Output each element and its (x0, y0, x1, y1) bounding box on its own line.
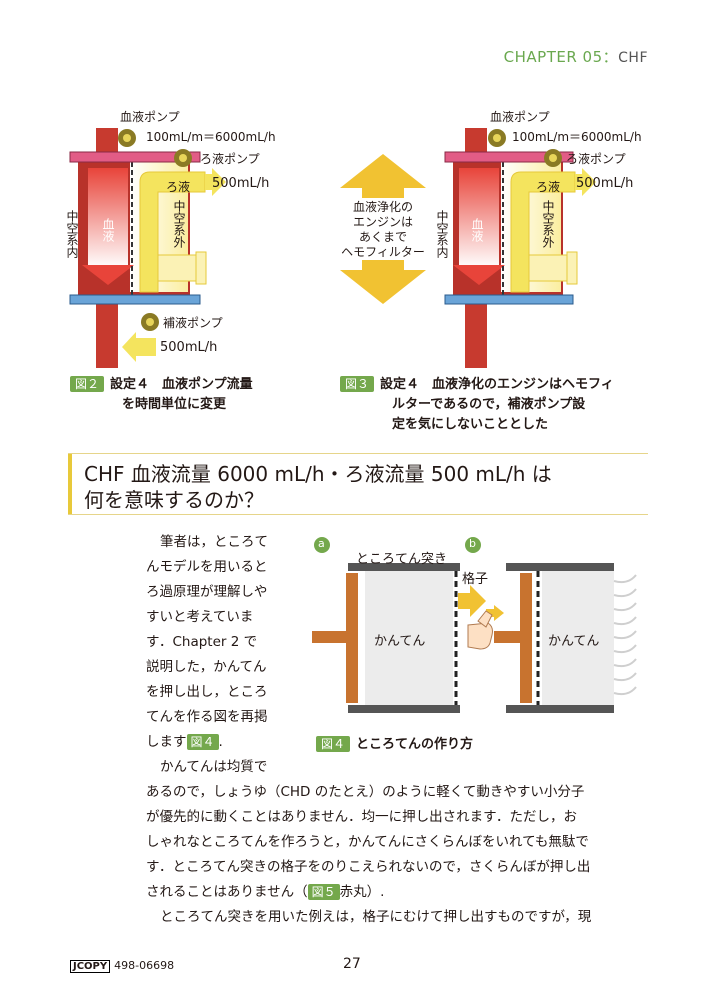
chapter-header: CHAPTER 05：CHF (504, 46, 648, 67)
figure-2-diagram (69, 128, 226, 368)
engine-arrows (340, 154, 426, 304)
fig4-tokoroten-tsuki-label: ところてん突き (356, 552, 448, 567)
body-left-line-3: ろ過原理が理解しや (146, 584, 268, 600)
body-left-line-6: 説明した，かんてん (146, 659, 267, 675)
chapter-label: CHAPTER 05 (503, 48, 603, 66)
body-left-line-8: てんを作る図を再掲 (146, 709, 268, 725)
fig2-replace-rate: 500mL/h (160, 340, 218, 355)
replacement-pump-icon (141, 313, 159, 331)
fig4-kanten-b: かんてん (548, 634, 600, 649)
body-left-line-10: かんてんは均質で (160, 759, 268, 775)
section-title-line1: CHF 血液流量 6000 mL/h・ろ液流量 500 mL/h は (84, 462, 552, 486)
fig3-blood-label: 血液 (470, 218, 484, 242)
page-number: 27 (343, 956, 361, 972)
body-full-line-2: が優先的に動くことはありません．均一に押し出されます．ただし，お (146, 809, 578, 825)
fig3-blood-pump-label: 血液ポンプ (490, 110, 550, 124)
body-full-line-6: ところてん突きを用いた例えは，格子にむけて押し出すものですが，現 (160, 909, 592, 925)
fig3-caption-line3: 定を気にしないこととした (392, 417, 549, 432)
fig3-blood-pump-icon (488, 129, 506, 147)
body-fig5-ref[interactable]: 図５ (307, 884, 340, 900)
body-left-line-7: を押し出し，ところ (146, 684, 268, 700)
fig2-flow-note: 100mL/m＝6000mL/h (146, 130, 276, 144)
body-left-line-9: します図４. (146, 730, 294, 755)
body-left-line-1: 筆者は，ところて (160, 534, 268, 550)
engine-line-3: あくまで (358, 230, 407, 244)
body-left-line-2: んモデルを用いると (146, 559, 268, 575)
fig3-caption-line2: ルターであるので，補液ポンプ設 (392, 397, 586, 412)
fig3-caption-line1: 設定４ 血液浄化のエンジンはヘモフィ (380, 377, 614, 392)
blood-pump-icon (118, 129, 136, 147)
fig2-outer-label: 中空系外 (172, 200, 186, 248)
fig2-caption-line1: 設定４ 血液ポンプ流量 (110, 377, 253, 392)
figure-3-diagram (444, 128, 596, 368)
body-line15-post: 赤丸）. (339, 884, 385, 900)
chapter-topic: CHF (618, 50, 648, 66)
body-full-line-3: しゃれなところてんを作ろうと，かんてんにさくらんぼをいれても無駄で (146, 834, 589, 850)
fig3-flow-note: 100mL/m＝6000mL/h (512, 130, 642, 144)
fig4-kanten-a: かんてん (374, 634, 426, 649)
fig3-caption: 図３ 設定４ 血液浄化のエンジンはヘモフィ ルターであるので，補液ポンプ設 定を気… (340, 375, 660, 435)
fig3-filtrate-label: ろ液 (536, 180, 561, 194)
fig2-badge: 図２ (70, 376, 105, 392)
body-left-line-5: す．Chapter 2 で (146, 634, 258, 650)
fig2-filtrate-label: ろ液 (166, 180, 191, 194)
fig2-filtrate-pump-label: ろ液ポンプ (200, 152, 260, 166)
fig2-inner-label: 中空系内 (65, 210, 79, 258)
footer-code: 498-06698 (114, 959, 175, 972)
fig4-caption: 図４ ところてんの作り方 (316, 735, 473, 755)
fig3-inner-label: 中空系内 (435, 210, 449, 258)
chapter-separator: ： (602, 48, 619, 66)
body-left-line-4: すいと考えていま (146, 609, 254, 625)
body-full-column: あるので，しょうゆ（CHD のたとえ）のように軽くて動きやすい小分子 が優先的に… (146, 780, 650, 930)
section-title-line2: 何を意味するのか？ (84, 488, 264, 512)
fig2-caption-line2: を時間単位に変更 (122, 397, 227, 412)
jcopy-mark: JCOPY (70, 960, 111, 973)
fig3-badge: 図３ (340, 376, 375, 392)
fig4-label-a: a (318, 537, 325, 550)
filtrate-pump-icon (174, 149, 192, 167)
section-heading: CHF 血液流量 6000 mL/h・ろ液流量 500 mL/h は 何を意味す… (68, 453, 648, 515)
body-full-line-4: す．ところてん突きの格子をのりこえられないので，さくらんぼが押し出 (146, 859, 591, 875)
engine-line-4: ヘモフィルター (341, 245, 425, 259)
body-left-column: 筆者は，ところて んモデルを用いると ろ過原理が理解しや すいと考えていま す．… (146, 530, 294, 780)
fig3-filtrate-pump-label: ろ液ポンプ (566, 152, 626, 166)
engine-text: 血液浄化の エンジンは あくまで ヘモフィルター (336, 200, 430, 260)
fig3-filtrate-rate: 500mL/h (576, 176, 634, 191)
figure-4-diagram (312, 537, 637, 713)
fig4-badge: 図４ (316, 736, 351, 752)
heading-accent-bar (68, 454, 72, 514)
body-line9-post: . (218, 734, 223, 750)
fig2-replace-pump-label: 補液ポンプ (163, 316, 223, 330)
fig3-outer-label: 中空系外 (541, 200, 555, 248)
body-line15-pre: されることはありません（ (146, 884, 308, 900)
body-line9-pre: します (146, 734, 187, 750)
fig2-filtrate-rate: 500mL/h (212, 176, 270, 191)
fig4-caption-text: ところてんの作り方 (356, 737, 474, 752)
fig4-label-b: b (469, 537, 476, 550)
engine-line-2: エンジンは (352, 215, 413, 229)
engine-line-1: 血液浄化の (352, 200, 413, 214)
fig4-koushi-label: 格子 (462, 572, 489, 587)
body-fig4-ref[interactable]: 図４ (186, 734, 219, 750)
fig2-blood-label: 血液 (101, 218, 115, 242)
fig2-blood-pump-label: 血液ポンプ (120, 110, 180, 124)
fig2-caption: 図２ 設定４ 血液ポンプ流量 を時間単位に変更 (70, 375, 320, 415)
body-full-line-1: あるので，しょうゆ（CHD のたとえ）のように軽くて動きやすい小分子 (146, 784, 585, 800)
fig3-filtrate-pump-icon (544, 149, 562, 167)
